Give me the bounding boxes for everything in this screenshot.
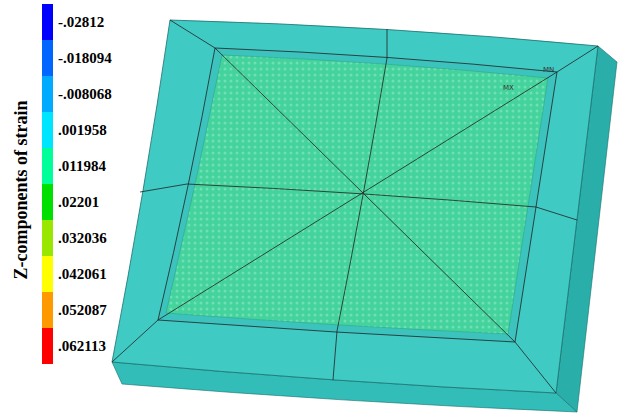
legend-swatch	[42, 112, 53, 148]
legend-swatch	[42, 76, 53, 112]
axis-title: Z-components of strain	[10, 101, 30, 280]
legend-value: .032036	[58, 230, 107, 246]
legend-swatch	[42, 256, 53, 292]
legend-swatch	[42, 184, 53, 220]
legend-value: .001958	[58, 122, 107, 138]
max-marker: MX	[503, 84, 514, 92]
legend-value: .011984	[58, 158, 106, 174]
legend-swatch	[42, 148, 53, 184]
legend-value: -.008068	[58, 86, 112, 102]
legend-value: .062113	[58, 338, 106, 354]
legend-value: .042061	[58, 266, 107, 282]
legend-swatch	[42, 220, 53, 256]
legend-value: -.02812	[58, 14, 104, 30]
legend-swatch	[42, 292, 53, 328]
legend-swatch	[42, 40, 53, 76]
legend-swatch	[42, 4, 53, 40]
legend-value: .052087	[58, 302, 107, 318]
min-marker: MN	[543, 66, 554, 74]
legend-value: .02201	[58, 194, 99, 210]
legend-swatch	[42, 328, 53, 364]
legend-value: -.018094	[58, 50, 112, 66]
